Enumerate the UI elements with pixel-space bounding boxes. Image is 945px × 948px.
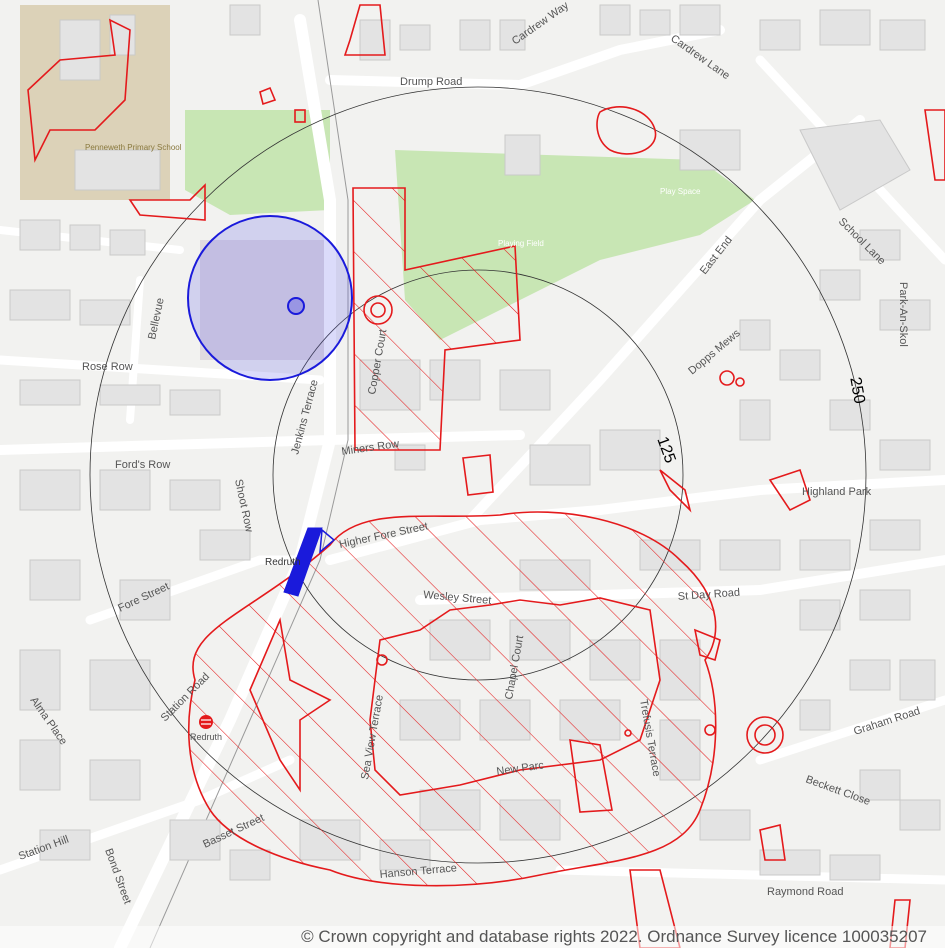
school-field <box>185 110 330 215</box>
site-building <box>200 240 330 360</box>
plot-new-parc[interactable] <box>569 739 613 813</box>
label-playing-field: Playing Field <box>498 239 544 248</box>
label-redruth: Redruth <box>265 557 301 568</box>
label-dopps-mews: Dopps Mews <box>686 327 743 377</box>
feature-nw-1[interactable] <box>27 18 131 163</box>
hatched-area-south[interactable] <box>187 511 717 887</box>
feature-highland[interactable] <box>768 468 811 512</box>
label-shoot-row: Shoot Row <box>232 478 255 533</box>
label-cardrew-lane: Cardrew Lane <box>668 33 731 82</box>
feature-circle-1[interactable] <box>363 295 393 325</box>
label-park-an-skol: Park-An-Skol <box>897 282 909 347</box>
label-drump-road: Drump Road <box>400 76 462 88</box>
feature-east-small[interactable] <box>659 469 692 513</box>
feature-se-1[interactable] <box>759 824 786 861</box>
hatched-outline-inner[interactable] <box>369 597 661 796</box>
feature-st-day[interactable] <box>693 628 721 662</box>
feature-ne-1[interactable] <box>596 106 657 155</box>
label-fords-row: Ford's Row <box>115 459 170 471</box>
label-redruth-station: Redruth <box>190 732 222 742</box>
rail-station-icon <box>199 715 213 729</box>
feature-s-1[interactable] <box>629 869 681 948</box>
plot-miners-row[interactable] <box>462 454 494 496</box>
feature-nw-2[interactable] <box>128 183 206 221</box>
hatched-area-north[interactable] <box>352 187 521 451</box>
site-features[interactable] <box>187 215 353 597</box>
feature-circle-graham[interactable] <box>746 716 784 754</box>
feature-station-west[interactable] <box>249 617 332 793</box>
label-bellevue: Bellevue <box>146 297 167 341</box>
feature-n-2[interactable] <box>259 86 277 106</box>
feature-n-1[interactable] <box>343 4 386 56</box>
site-polygon[interactable] <box>283 527 323 597</box>
label-school: Penneweth Primary School <box>85 143 182 152</box>
label-graham-road: Graham Road <box>852 705 921 738</box>
label-raymond-road: Raymond Road <box>767 886 843 898</box>
copyright-notice: © Crown copyright and database rights 20… <box>0 926 945 948</box>
label-rose-row: Rose Row <box>82 361 133 373</box>
site-buffer-circle[interactable] <box>187 215 353 381</box>
red-features[interactable] <box>27 4 945 948</box>
label-st-day-road: St Day Road <box>677 587 740 603</box>
feature-e-1[interactable] <box>924 109 945 181</box>
label-highland-park: Highland Park <box>802 486 872 498</box>
feature-n-3[interactable] <box>294 109 306 123</box>
label-wesley-street: Wesley Street <box>423 589 492 607</box>
label-play-space: Play Space <box>660 187 701 196</box>
buffer-ring-label-250: 250 <box>846 376 867 405</box>
site-point[interactable] <box>287 297 305 315</box>
label-east-end: East End <box>698 234 735 277</box>
label-bond-street: Bond Street <box>102 847 133 906</box>
feature-circle-2[interactable] <box>735 377 745 387</box>
